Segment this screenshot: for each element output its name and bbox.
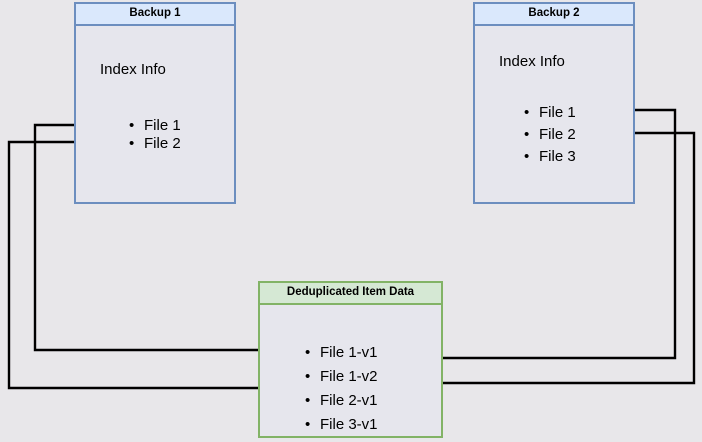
backup1-title: Backup 1 — [76, 4, 234, 26]
backup1-box: Backup 1 — [74, 2, 236, 204]
list-item: File 1 — [524, 102, 576, 124]
list-item: File 3 — [524, 146, 576, 168]
backup2-title: Backup 2 — [475, 4, 633, 26]
backup1-index-info-label: Index Info — [100, 61, 166, 78]
backup1-file-list: File 1 File 2 — [129, 117, 181, 153]
list-item: File 1-v1 — [305, 341, 378, 365]
list-item: File 2-v1 — [305, 389, 378, 413]
list-item: File 3-v1 — [305, 413, 378, 437]
list-item: File 1-v2 — [305, 365, 378, 389]
deduplicated-item-data-title: Deduplicated Item Data — [260, 283, 441, 305]
list-item: File 2 — [129, 135, 181, 153]
list-item: File 2 — [524, 124, 576, 146]
list-item: File 1 — [129, 117, 181, 135]
backup2-index-info-label: Index Info — [499, 53, 565, 70]
backup2-file-list: File 1 File 2 File 3 — [524, 102, 576, 168]
deduplicated-item-list: File 1-v1 File 1-v2 File 2-v1 File 3-v1 — [305, 341, 378, 437]
